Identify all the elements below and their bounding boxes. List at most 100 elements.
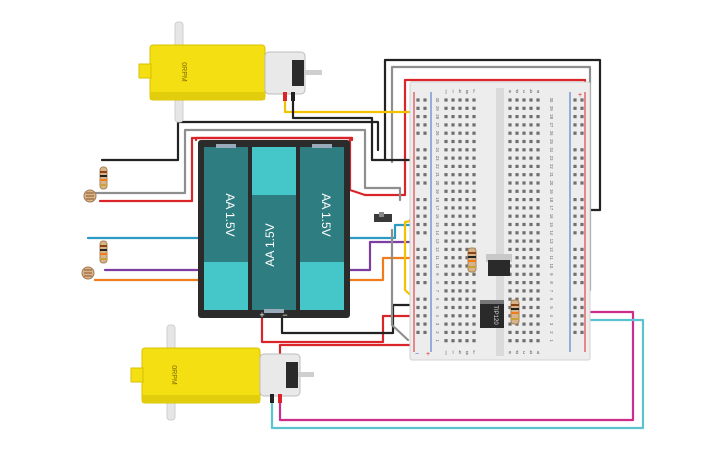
breadboard-hole[interactable]: [451, 139, 455, 144]
rail-hole[interactable]: [580, 198, 584, 202]
breadboard-hole[interactable]: [472, 339, 476, 343]
breadboard-hole[interactable]: [458, 281, 462, 285]
breadboard-hole[interactable]: [472, 156, 476, 160]
breadboard-hole[interactable]: [508, 123, 512, 127]
rail-hole[interactable]: [580, 156, 584, 160]
breadboard-hole[interactable]: [458, 198, 462, 202]
breadboard-hole[interactable]: [515, 106, 519, 110]
breadboard-hole[interactable]: [529, 297, 533, 301]
breadboard-hole[interactable]: [536, 264, 540, 268]
breadboard-hole[interactable]: [529, 247, 533, 251]
rail-hole[interactable]: [416, 181, 420, 185]
breadboard-hole[interactable]: [529, 264, 533, 268]
rail-hole[interactable]: [423, 131, 427, 135]
breadboard-hole[interactable]: [536, 214, 540, 218]
breadboard-hole[interactable]: [508, 289, 512, 293]
rail-hole[interactable]: [423, 281, 427, 285]
breadboard-hole[interactable]: [465, 305, 469, 310]
breadboard-hole[interactable]: [522, 239, 526, 243]
breadboard-hole[interactable]: [458, 256, 462, 260]
rail-hole[interactable]: [416, 297, 420, 301]
wire-black-top[interactable]: [383, 58, 602, 212]
rail-hole[interactable]: [423, 314, 427, 318]
breadboard-hole[interactable]: [444, 281, 448, 285]
breadboard-hole[interactable]: [444, 156, 448, 160]
breadboard-hole[interactable]: [451, 106, 455, 110]
rail-hole[interactable]: [573, 297, 577, 301]
rail-hole[interactable]: [580, 173, 584, 177]
breadboard-hole[interactable]: [465, 106, 469, 110]
rail-hole[interactable]: [416, 305, 420, 310]
breadboard-hole[interactable]: [444, 314, 448, 318]
breadboard-hole[interactable]: [508, 239, 512, 243]
breadboard-hole[interactable]: [444, 264, 448, 268]
breadboard-hole[interactable]: [515, 239, 519, 243]
rail-hole[interactable]: [573, 115, 577, 119]
breadboard-hole[interactable]: [458, 173, 462, 177]
breadboard-hole[interactable]: [451, 156, 455, 160]
breadboard-hole[interactable]: [444, 305, 448, 310]
breadboard-hole[interactable]: [465, 289, 469, 293]
breadboard-hole[interactable]: [458, 222, 462, 227]
rail-hole[interactable]: [416, 115, 420, 119]
wire-yellow-motor-top[interactable]: [283, 98, 422, 114]
rail-hole[interactable]: [423, 115, 427, 119]
rail-hole[interactable]: [573, 123, 577, 127]
rail-hole[interactable]: [573, 206, 577, 210]
breadboard-hole[interactable]: [508, 189, 512, 193]
rail-hole[interactable]: [573, 264, 577, 268]
breadboard-hole[interactable]: [508, 206, 512, 210]
breadboard-hole[interactable]: [515, 131, 519, 135]
breadboard-hole[interactable]: [529, 330, 533, 334]
breadboard-hole[interactable]: [451, 272, 455, 276]
rail-hole[interactable]: [580, 322, 584, 326]
breadboard-hole[interactable]: [522, 281, 526, 285]
breadboard-hole[interactable]: [458, 139, 462, 144]
breadboard-hole[interactable]: [458, 115, 462, 119]
rail-hole[interactable]: [416, 231, 420, 235]
rail-hole[interactable]: [580, 98, 584, 102]
rail-hole[interactable]: [573, 181, 577, 185]
breadboard-hole[interactable]: [472, 297, 476, 301]
rail-hole[interactable]: [580, 305, 584, 310]
breadboard-hole[interactable]: [522, 322, 526, 326]
breadboard-hole[interactable]: [465, 198, 469, 202]
breadboard-hole[interactable]: [465, 181, 469, 185]
breadboard-hole[interactable]: [522, 164, 526, 168]
breadboard-hole[interactable]: [529, 314, 533, 318]
rail-hole[interactable]: [580, 164, 584, 168]
rail-hole[interactable]: [573, 330, 577, 334]
breadboard-hole[interactable]: [522, 289, 526, 293]
breadboard-hole[interactable]: [458, 164, 462, 168]
breadboard-hole[interactable]: [451, 189, 455, 193]
breadboard-hole[interactable]: [529, 322, 533, 326]
breadboard-hole[interactable]: [515, 222, 519, 227]
rail-hole[interactable]: [423, 256, 427, 260]
breadboard-hole[interactable]: [529, 281, 533, 285]
breadboard-hole[interactable]: [444, 322, 448, 326]
breadboard-hole[interactable]: [458, 189, 462, 193]
breadboard-hole[interactable]: [515, 189, 519, 193]
breadboard-hole[interactable]: [472, 231, 476, 235]
breadboard-hole[interactable]: [444, 189, 448, 193]
breadboard-hole[interactable]: [465, 314, 469, 318]
breadboard-hole[interactable]: [465, 214, 469, 218]
breadboard-hole[interactable]: [529, 173, 533, 177]
rail-hole[interactable]: [416, 247, 420, 251]
rail-hole[interactable]: [423, 231, 427, 235]
rail-hole[interactable]: [580, 106, 584, 110]
breadboard-hole[interactable]: [458, 214, 462, 218]
breadboard-hole[interactable]: [458, 106, 462, 110]
breadboard-hole[interactable]: [451, 123, 455, 127]
breadboard-hole[interactable]: [465, 98, 469, 102]
rail-hole[interactable]: [416, 98, 420, 102]
breadboard-hole[interactable]: [451, 289, 455, 293]
breadboard-hole[interactable]: [444, 98, 448, 102]
breadboard-hole[interactable]: [458, 330, 462, 334]
breadboard-hole[interactable]: [472, 106, 476, 110]
rail-hole[interactable]: [573, 164, 577, 168]
ldr-group-bottom[interactable]: [81, 240, 108, 280]
breadboard-hole[interactable]: [536, 322, 540, 326]
breadboard-hole[interactable]: [444, 339, 448, 343]
breadboard-hole[interactable]: [529, 214, 533, 218]
